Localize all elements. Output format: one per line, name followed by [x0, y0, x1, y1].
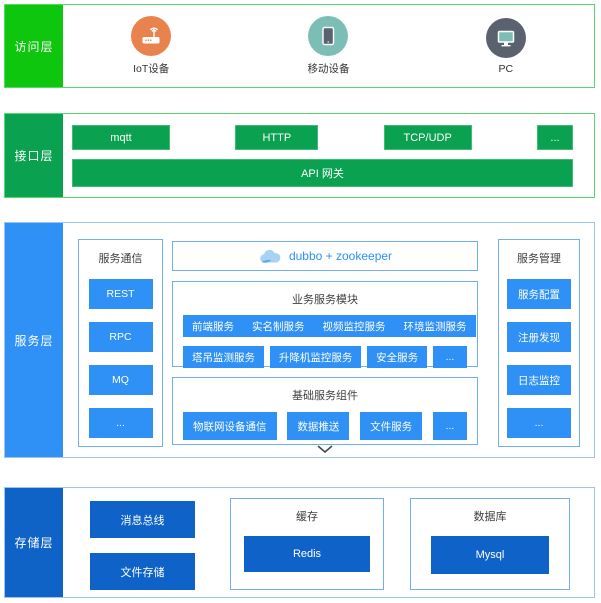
- router-icon: [131, 16, 172, 56]
- service-layer: 服务层 服务通信 REST RPC MQ ...: [4, 222, 595, 458]
- protocol-http: HTTP: [235, 125, 319, 150]
- basic-more: ...: [432, 412, 467, 440]
- basic-panel: 基础服务组件 物联网设备通信 数据推送 文件服务 ...: [172, 377, 478, 445]
- protocol-more: ...: [536, 125, 573, 150]
- access-layer: 访问层 IoT设备: [4, 4, 595, 88]
- redis-box: Redis: [244, 536, 370, 572]
- business-title: 业务服务模块: [292, 294, 358, 306]
- svc-more: ...: [432, 346, 467, 368]
- protocol-row: mqtt HTTP TCP/UDP ...: [72, 125, 573, 150]
- business-row-1: 前端服务 实名制服务 视频监控服务 环境监测服务: [173, 315, 477, 337]
- comm-more: ...: [88, 408, 153, 438]
- service-comm-panel: 服务通信 REST RPC MQ ...: [78, 239, 163, 447]
- comm-rpc: RPC: [88, 322, 153, 352]
- svc-towercrane: 塔吊监测服务: [183, 346, 264, 368]
- middleware-label: dubbo + zookeeper: [288, 249, 393, 263]
- protocol-mqtt: mqtt: [72, 125, 170, 150]
- business-row-2: 塔吊监测服务 升降机监控服务 安全服务 ...: [173, 346, 477, 368]
- monitor-icon: [485, 17, 526, 58]
- svc-frontend: 前端服务: [183, 315, 243, 337]
- svc-video: 视频监控服务: [313, 315, 395, 337]
- mgmt-logging: 日志监控: [507, 365, 571, 395]
- basic-file-service: 文件服务: [360, 412, 423, 440]
- tablet-icon: [308, 16, 349, 56]
- protocol-tcpudp: TCP/UDP: [383, 125, 472, 150]
- device-iot: IoT设备: [131, 16, 172, 76]
- service-mgmt-title: 服务管理: [517, 253, 561, 265]
- interface-layer: 接口层 mqtt HTTP TCP/UDP ... API 网关: [4, 113, 595, 198]
- service-comm-title: 服务通信: [98, 253, 143, 265]
- basic-iot-comm: 物联网设备通信: [183, 412, 277, 440]
- interface-layer-content: mqtt HTTP TCP/UDP ... API 网关: [63, 114, 594, 197]
- api-gateway-bar: API 网关: [72, 159, 573, 187]
- message-bus-box: 消息总线: [90, 501, 195, 538]
- device-iot-label: IoT设备: [133, 63, 170, 75]
- cache-panel: 缓存 Redis: [230, 498, 384, 590]
- flow-down-arrow-icon: [172, 445, 478, 454]
- access-layer-content: IoT设备 移动设备: [63, 5, 594, 87]
- service-mgmt-panel: 服务管理 服务配置 注册发现 日志监控 ...: [498, 239, 580, 447]
- basic-data-push: 数据推送: [287, 412, 350, 440]
- comm-rest: REST: [88, 279, 153, 309]
- mgmt-registry: 注册发现: [507, 322, 571, 352]
- mgmt-config: 服务配置: [507, 279, 571, 309]
- comm-mq: MQ: [88, 365, 153, 395]
- service-layer-content: 服务通信 REST RPC MQ ... dubbo + zookeeper: [63, 223, 594, 457]
- storage-layer-content: 消息总线 文件存储 缓存 Redis 数据库 Mysql: [63, 488, 594, 597]
- database-title: 数据库: [473, 511, 507, 523]
- svc-security: 安全服务: [367, 346, 428, 368]
- storage-layer: 存储层 消息总线 文件存储 缓存 Redis 数据库 Mysql: [4, 487, 595, 598]
- device-mobile: 移动设备: [307, 16, 349, 76]
- device-pc-label: PC: [498, 62, 514, 75]
- device-mobile-label: 移动设备: [307, 63, 350, 75]
- access-layer-label: 访问层: [5, 5, 63, 87]
- svc-realname: 实名制服务: [243, 315, 314, 337]
- service-layer-label: 服务层: [5, 223, 63, 457]
- interface-layer-label: 接口层: [5, 114, 63, 197]
- device-pc: PC: [485, 17, 526, 75]
- file-storage-box: 文件存储: [90, 553, 195, 590]
- storage-layer-label: 存储层: [5, 488, 63, 597]
- cache-title: 缓存: [296, 511, 318, 523]
- service-center-column: dubbo + zookeeper 业务服务模块 前端服务 实名制服务 视频监控…: [172, 241, 478, 454]
- svc-environment: 环境监测服务: [394, 315, 476, 337]
- basic-title: 基础服务组件: [292, 390, 358, 402]
- business-panel: 业务服务模块 前端服务 实名制服务 视频监控服务 环境监测服务 塔吊监测服务 升…: [172, 281, 478, 368]
- mgmt-more: ...: [507, 408, 571, 438]
- basic-row: 物联网设备通信 数据推送 文件服务 ...: [173, 412, 477, 440]
- svc-elevator: 升降机监控服务: [269, 346, 362, 368]
- database-panel: 数据库 Mysql: [410, 498, 570, 590]
- mysql-box: Mysql: [431, 536, 549, 574]
- middleware-panel: dubbo + zookeeper: [172, 241, 478, 271]
- cloud-icon: [258, 249, 282, 264]
